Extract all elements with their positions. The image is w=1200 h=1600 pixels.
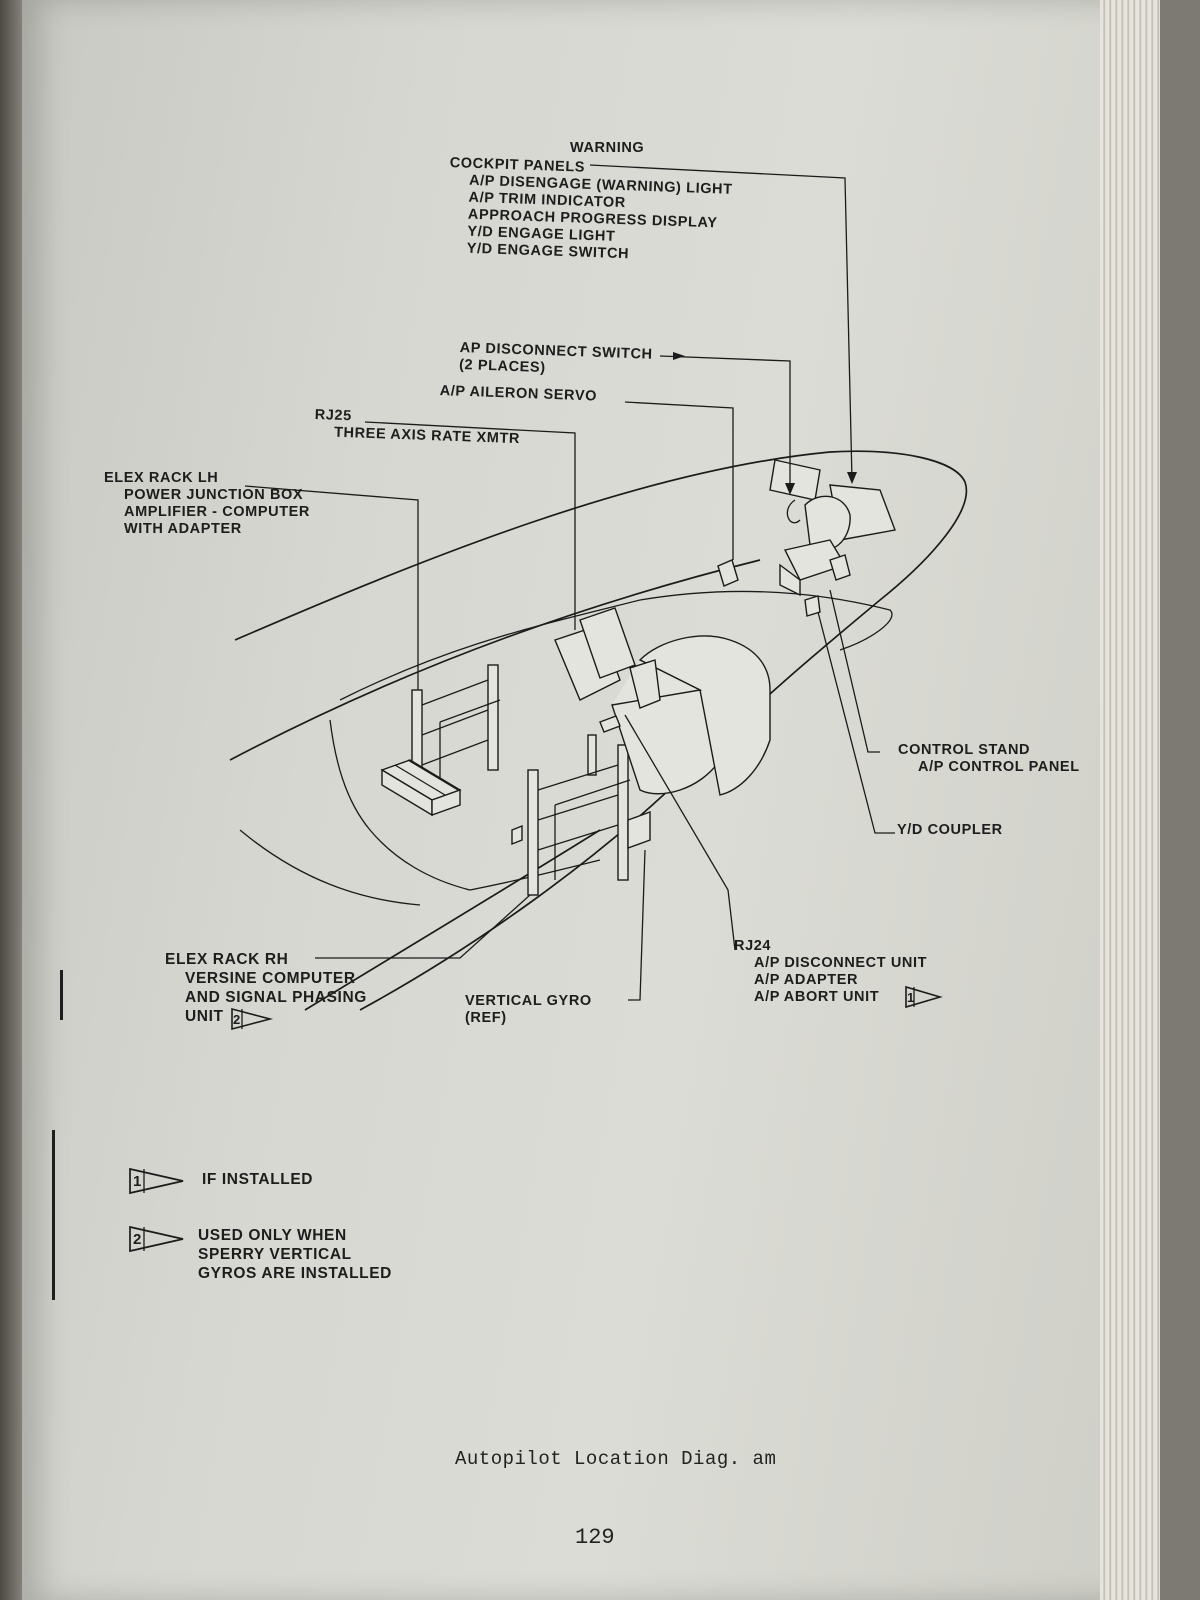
- leader-cockpit-panels: [589, 164, 853, 481]
- floor-cut-right: [469, 859, 601, 891]
- fuselage-upper-line: [234, 450, 968, 1011]
- floor-cut-bottom: [239, 829, 421, 906]
- elex-rack-rh-label: ELEX RACK RH VERSINE COMPUTER AND SIGNAL…: [165, 951, 367, 1025]
- leader-elex-rh: [315, 894, 531, 959]
- center-housing-drawing: [611, 635, 771, 796]
- fuselage-lower-line: [229, 559, 761, 761]
- page-edges: [1100, 0, 1160, 1600]
- leader-rj25: [364, 421, 576, 630]
- leader-vertical-gyro: [628, 849, 646, 1001]
- abort-unit-flag-icon: 1: [905, 985, 943, 1009]
- leader-yd-coupler: [817, 611, 895, 834]
- fuselage-nose-line: [304, 829, 601, 1011]
- power-junction-boxes: [380, 759, 462, 817]
- cockpit-equipment-drawing: [769, 459, 896, 617]
- warning-label: WARNING: [570, 140, 645, 156]
- svg-text:1: 1: [133, 1173, 141, 1190]
- page-number: 129: [575, 1525, 615, 1550]
- console-panels-drawing: [554, 607, 661, 733]
- aileron-servo-drawing: [717, 559, 739, 587]
- manual-page: [22, 0, 1130, 1600]
- floor-cut-left: [329, 719, 471, 891]
- leader-ap-disconnect: [659, 355, 791, 490]
- cockpit-panels-label: COCKPIT PANELS A/P DISENGAGE (WARNING) L…: [449, 155, 733, 263]
- rj-small-part: [511, 824, 523, 846]
- book-spine: [0, 0, 26, 1600]
- vertical-gyro-label: VERTICAL GYRO (REF): [465, 993, 592, 1026]
- leader-aileron-servo: [624, 401, 734, 560]
- unit-flag-icon: 2: [231, 1007, 274, 1031]
- elex-rack-rh-drawing: [527, 734, 651, 896]
- svg-text:2: 2: [133, 1231, 141, 1248]
- elex-rack-lh-label: ELEX RACK LH POWER JUNCTION BOX AMPLIFIE…: [104, 470, 310, 537]
- legend-text-1: IF INSTALLED: [202, 1171, 314, 1188]
- control-stand-label: CONTROL STAND A/P CONTROL PANEL: [898, 742, 1080, 775]
- change-bar-upper: [60, 970, 63, 1020]
- leader-elex-lh: [244, 485, 419, 690]
- ap-disconnect-switch-label: AP DISCONNECT SWITCH (2 PLACES): [458, 340, 653, 377]
- legend-flag-1-icon: 1: [129, 1167, 184, 1195]
- svg-text:2: 2: [233, 1012, 240, 1027]
- rj24-label: RJ24 A/P DISCONNECT UNIT A/P ADAPTER A/P…: [734, 938, 928, 1005]
- svg-text:1: 1: [907, 990, 914, 1005]
- legend-text-2: USED ONLY WHEN SPERRY VERTICAL GYROS ARE…: [198, 1227, 392, 1282]
- change-bar-lower: [52, 1130, 55, 1300]
- rj25-label: RJ25 THREE AXIS RATE XMTR: [314, 407, 521, 448]
- figure-caption: Autopilot Location Diag. am: [455, 1448, 777, 1470]
- leader-rj24: [624, 714, 736, 951]
- floor-outline: [339, 590, 893, 701]
- legend-flag-2-icon: 2: [129, 1225, 184, 1253]
- leader-control-stand: [829, 589, 880, 753]
- arrow-cockpit-panels: [847, 472, 857, 484]
- yd-coupler-label: Y/D COUPLER: [897, 822, 1003, 838]
